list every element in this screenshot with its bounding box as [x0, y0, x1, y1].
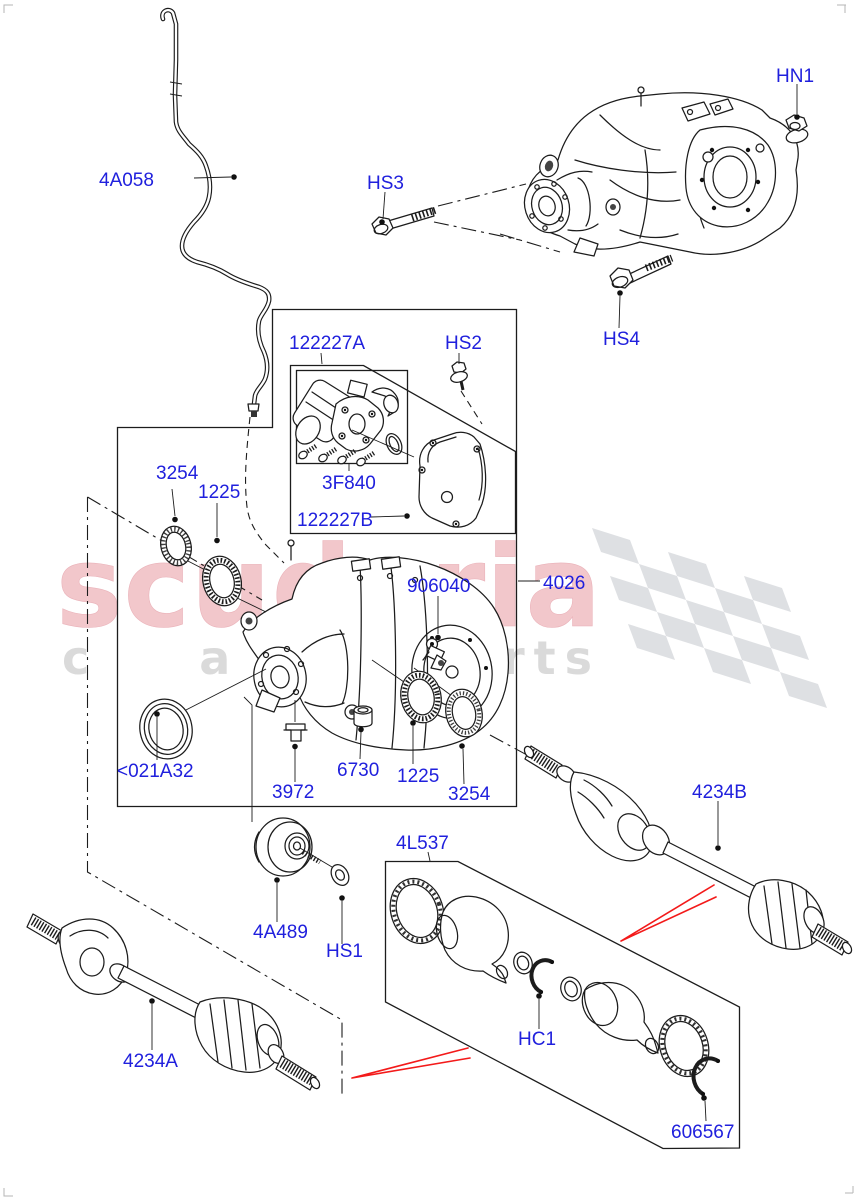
red-direction-arrows — [351, 884, 717, 1079]
callout-3972[interactable]: 3972 — [272, 782, 314, 803]
boot-clamp-large-right — [658, 1014, 710, 1078]
callout-hs4[interactable]: HS4 — [603, 329, 640, 350]
callout-4a489[interactable]: 4A489 — [253, 922, 308, 943]
callout-021a32[interactable]: <021A32 — [117, 761, 194, 782]
callout-3254-bottom[interactable]: 3254 — [448, 784, 491, 805]
hs2-bolt-drawing — [450, 361, 468, 391]
plug-3972-drawing — [283, 700, 308, 742]
bush-6730-drawing — [353, 705, 373, 728]
bearing-1225-top-drawing — [201, 555, 243, 607]
damper-4a489-drawing — [253, 817, 313, 877]
seal-3254-bottom-drawing — [445, 688, 483, 738]
boot-small-drawing — [583, 981, 659, 1054]
hs1-bolt-drawing — [299, 847, 350, 886]
callout-1225-bottom[interactable]: 1225 — [397, 766, 439, 787]
actuator-group-box — [289, 364, 517, 535]
screws-3f840-drawing — [298, 444, 376, 467]
group-boxes — [116, 308, 741, 1150]
hs4-bolt-drawing — [609, 254, 674, 289]
boot-kit-drawing — [389, 877, 720, 1096]
actuator-cover-drawing — [418, 431, 487, 528]
breather-tube-drawing — [160, 7, 272, 417]
boot-clamp-large-left — [389, 877, 445, 945]
callout-4026[interactable]: 4026 — [543, 573, 585, 594]
callout-122227b[interactable]: 122227B — [297, 510, 373, 531]
seal-3254-top-drawing — [160, 525, 192, 567]
callout-4234a[interactable]: 4234A — [123, 1051, 178, 1072]
bearing-1225-bottom-drawing — [400, 670, 442, 724]
callout-hc1[interactable]: HC1 — [518, 1029, 556, 1050]
callout-906040[interactable]: 906040 — [407, 576, 470, 597]
callout-hs3[interactable]: HS3 — [367, 173, 404, 194]
callout-6730[interactable]: 6730 — [337, 760, 379, 781]
callout-606567[interactable]: 606567 — [671, 1122, 734, 1143]
differential-assembled-drawing — [523, 86, 799, 257]
circlip-606567-drawing — [691, 1056, 720, 1096]
right-axle-drawing — [523, 745, 853, 956]
corner-marks — [3, 4, 854, 1197]
circlip-hc1-drawing — [529, 958, 554, 994]
boot-large-drawing — [439, 895, 510, 984]
speed-sensor-drawing — [422, 644, 447, 671]
callout-hn1[interactable]: HN1 — [776, 66, 814, 87]
callout-hs2[interactable]: HS2 — [445, 333, 482, 354]
callout-122227a[interactable]: 122227A — [289, 333, 365, 354]
leader-lines — [149, 84, 800, 1122]
callout-labels: 4A058 HN1 HS3 HS4 122227A HS2 3F840 1222… — [99, 66, 814, 1143]
left-axle-drawing — [26, 913, 321, 1091]
hs3-bolt-drawing — [371, 206, 438, 236]
actuator-motor-drawing — [292, 379, 415, 467]
callout-3254-top[interactable]: 3254 — [156, 463, 199, 484]
callout-4234b[interactable]: 4234B — [692, 782, 747, 803]
callout-4a058[interactable]: 4A058 — [99, 170, 154, 191]
callout-hs1[interactable]: HS1 — [326, 941, 363, 962]
callout-4l537[interactable]: 4L537 — [396, 833, 449, 854]
boot-kit-group-box — [384, 860, 741, 1150]
hn1-nut-drawing — [785, 114, 809, 144]
seal-021a32-drawing — [139, 698, 193, 760]
callout-3f840[interactable]: 3F840 — [322, 473, 376, 494]
checkered-flag-graphic — [592, 528, 827, 708]
callout-1225-top[interactable]: 1225 — [198, 482, 240, 503]
differential-group-box — [116, 308, 518, 808]
